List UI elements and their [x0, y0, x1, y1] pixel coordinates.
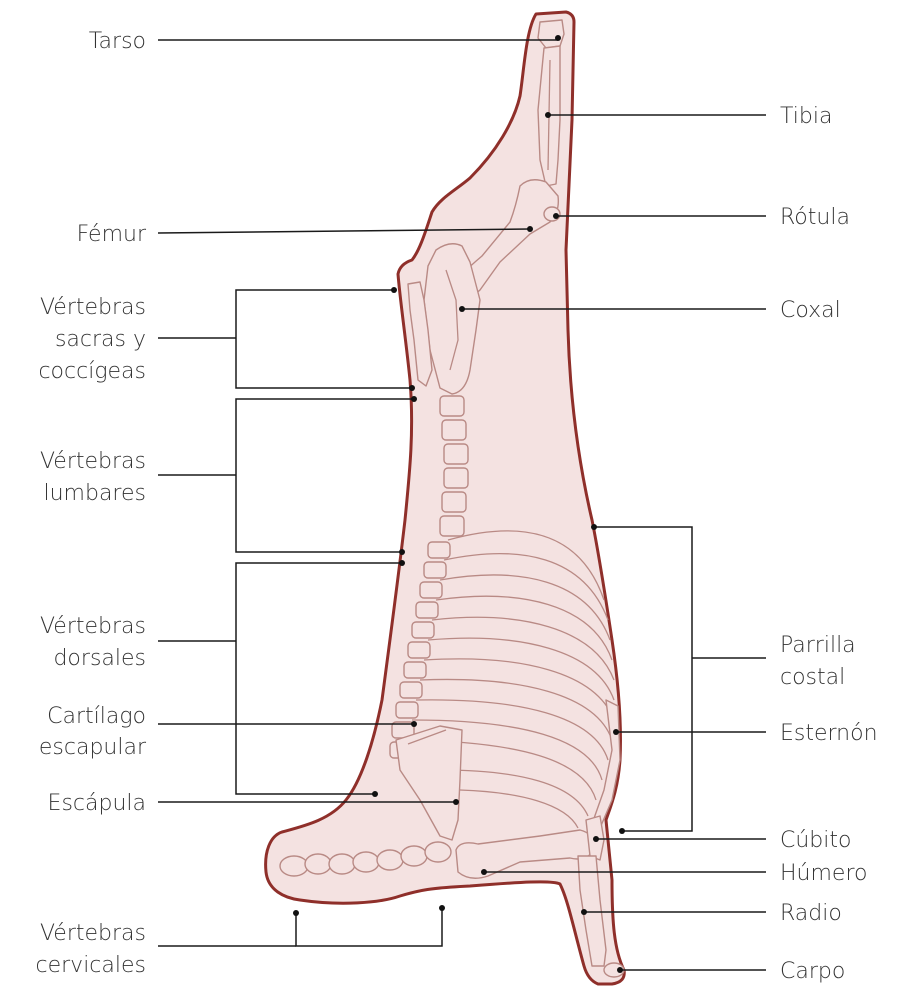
- label-sacras-line3: coccígeas: [38, 359, 146, 384]
- label-sacras-line2: sacras y: [55, 327, 146, 352]
- label-femur: Fémur: [77, 222, 147, 247]
- label-lumbares-line2: lumbares: [44, 481, 147, 506]
- label-esternon: Esternón: [780, 721, 878, 746]
- label-tarso: Tarso: [89, 29, 146, 54]
- label-lumbares-line1: Vértebras: [40, 449, 146, 474]
- label-tibia: Tibia: [780, 104, 832, 129]
- tarsus-bone: [538, 20, 564, 48]
- label-escapula: Escápula: [48, 791, 146, 816]
- label-dorsales-line2: dorsales: [53, 646, 146, 671]
- label-cervicales-line2: cervicales: [36, 953, 147, 978]
- label-humero: Húmero: [780, 861, 867, 886]
- label-cartilago-line1: Cartílago: [47, 704, 146, 729]
- label-cartilago-line2: escapular: [39, 735, 147, 760]
- label-radio: Radio: [780, 901, 842, 926]
- label-dorsales-line1: Vértebras: [40, 614, 146, 639]
- label-sacras-line1: Vértebras: [40, 295, 146, 320]
- label-cubito: Cúbito: [780, 828, 851, 853]
- label-rotula: Rótula: [780, 205, 850, 230]
- label-carpo: Carpo: [780, 959, 845, 984]
- label-cervicales-line1: Vértebras: [40, 921, 146, 946]
- label-parrilla-line1: Parrilla: [780, 633, 856, 658]
- label-coxal: Coxal: [780, 298, 841, 323]
- label-parrilla-line2: costal: [780, 665, 845, 690]
